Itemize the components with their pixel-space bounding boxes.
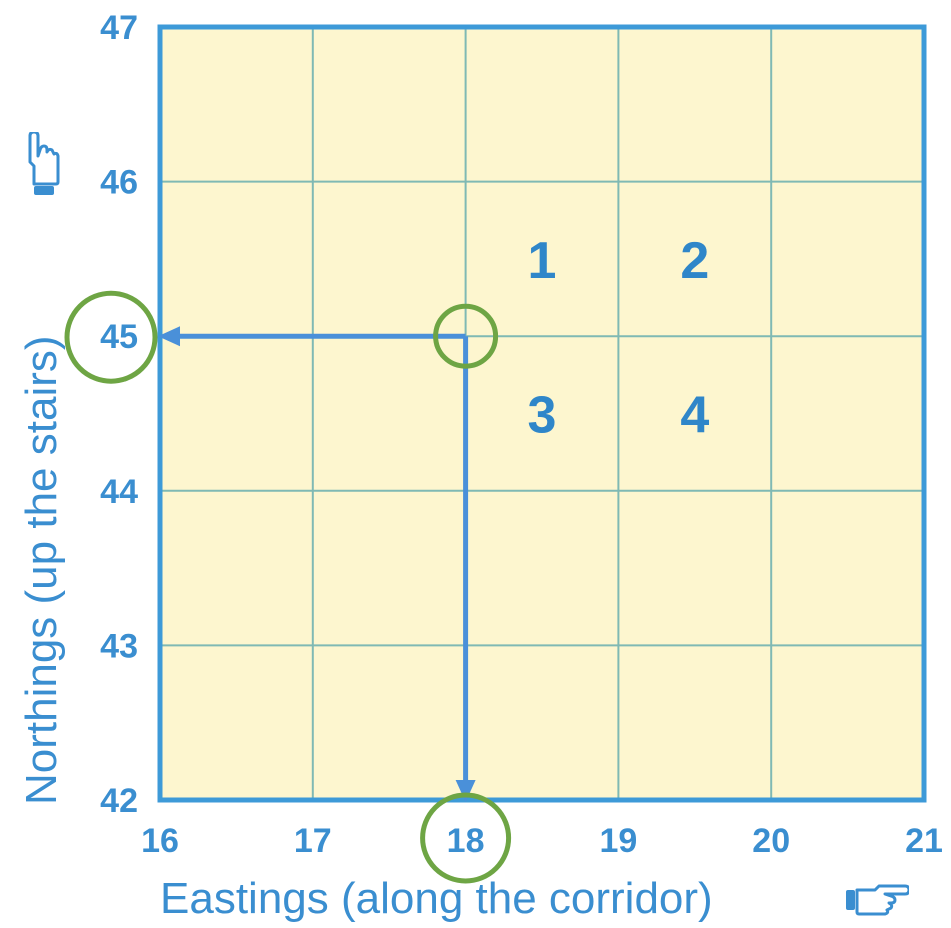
- grid-background: [160, 27, 924, 800]
- square-number-label: 1: [528, 232, 557, 290]
- y-tick-label: 47: [100, 9, 138, 47]
- x-tick-label: 18: [447, 822, 485, 860]
- x-tick-label: 20: [752, 822, 790, 860]
- y-tick-label: 42: [100, 782, 138, 820]
- square-number-label: 2: [680, 232, 709, 290]
- square-number-label: 3: [528, 387, 557, 445]
- x-tick-label: 16: [141, 822, 179, 860]
- y-axis-ticks: 42 43 44 45 46 47: [100, 9, 138, 820]
- y-tick-label: 43: [100, 627, 138, 665]
- y-axis-title: Northings (up the stairs): [17, 335, 66, 805]
- x-axis-ticks: 16 17 18 19 20 21: [141, 822, 943, 860]
- square-labels: 1 2 3 4: [528, 232, 710, 445]
- x-axis-title: Eastings (along the corridor): [160, 874, 713, 923]
- y-tick-label: 46: [100, 164, 138, 202]
- pointing-hand-icon: [28, 132, 60, 196]
- x-tick-label: 19: [599, 822, 637, 860]
- highlight-circles: [64, 290, 512, 884]
- y-tick-label: 45: [100, 318, 138, 356]
- reference-point-circle: [433, 303, 499, 369]
- reference-arrows: [158, 326, 476, 802]
- arrowhead-left: [158, 326, 180, 347]
- x-tick-label: 21: [905, 822, 943, 860]
- y-tick-label: 44: [100, 473, 138, 511]
- grid-frame: [157, 24, 927, 803]
- pointing-hand-icon: [845, 884, 909, 916]
- northing-highlight-circle: [64, 290, 158, 384]
- square-number-label: 4: [680, 387, 709, 445]
- easting-highlight-circle: [420, 792, 512, 884]
- x-tick-label: 17: [294, 822, 332, 860]
- arrowhead-down: [455, 780, 476, 802]
